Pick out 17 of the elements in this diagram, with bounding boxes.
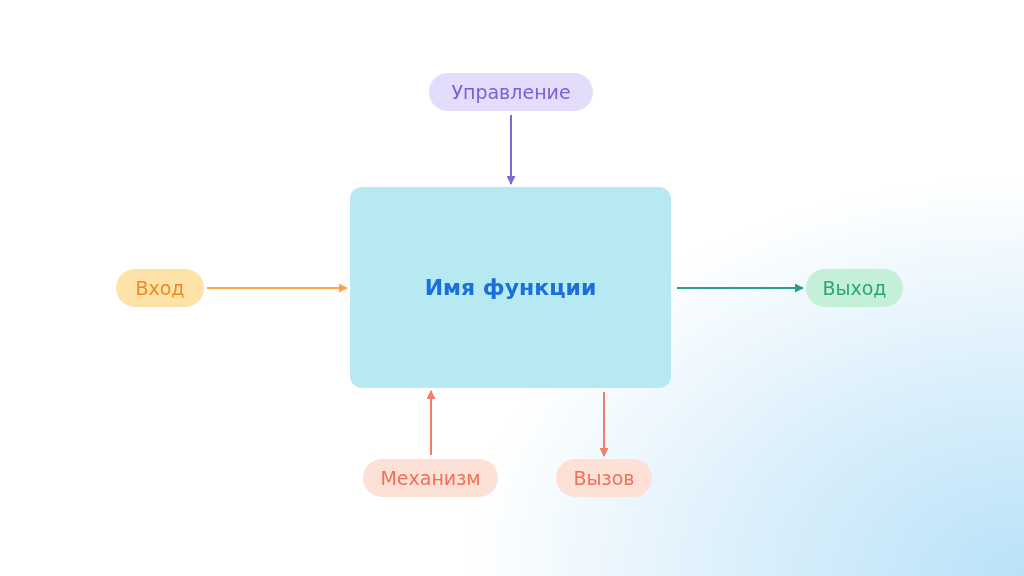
- pill-text: Управление: [451, 81, 571, 103]
- control-pill: [429, 73, 593, 111]
- output-pill: [806, 269, 903, 307]
- call-pill: [556, 459, 652, 497]
- pill-text: Выход: [822, 277, 887, 299]
- mechanism-pill: [363, 459, 498, 497]
- arrow: [506, 114, 516, 185]
- input-pill: [116, 269, 204, 307]
- pill-text: Механизм: [380, 467, 481, 489]
- arrow: [206, 283, 348, 293]
- pill-text: Вход: [135, 277, 185, 299]
- function-box: [350, 187, 671, 388]
- function-name: Имя функции: [424, 275, 597, 300]
- pill-text: Вызов: [573, 467, 635, 489]
- arrow: [426, 390, 436, 456]
- arrow: [676, 283, 804, 293]
- arrow: [599, 391, 609, 457]
